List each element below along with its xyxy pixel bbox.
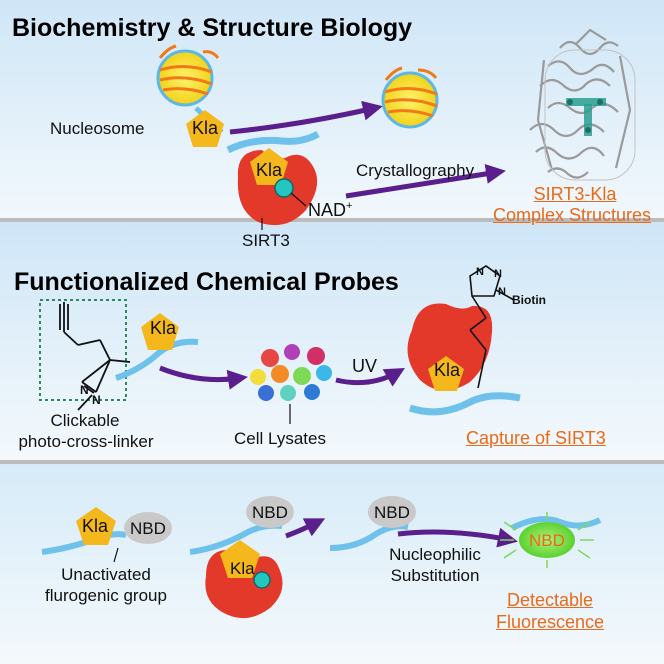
panel-title-biochemistry: Biochemistry & Structure Biology [12, 14, 413, 42]
kla-pentagon-icon [220, 540, 260, 578]
triazole-n1: N [476, 266, 484, 278]
ligand-icon [566, 98, 606, 136]
diazirine-n1: N [80, 383, 89, 397]
panel-divider-2 [0, 460, 664, 464]
nucleosome-icon [156, 44, 220, 107]
bound-peptide [226, 130, 320, 154]
kla-probe-label: Kla [150, 318, 177, 338]
triazole-n3: N [498, 286, 506, 298]
kla-enzyme-label: Kla [230, 559, 255, 578]
uv-label: UV [352, 356, 378, 376]
result-structures-line2: Complex Structures [492, 205, 652, 225]
kla-label: Kla [192, 118, 219, 138]
kla-pentagon-icon [141, 313, 179, 350]
group-label-line2: flurogenic group [45, 586, 167, 605]
nbd-label-4: NBD [529, 531, 565, 550]
nbd-blob-1 [124, 512, 172, 544]
deacylation-arrow [229, 100, 383, 135]
biotin-label: Biotin [512, 293, 546, 307]
crystallography-arrow [345, 163, 506, 199]
triazole-n2: N [494, 268, 502, 280]
kla-pentagon-icon [76, 507, 116, 545]
panel-fluorogenic [0, 464, 664, 664]
nbd-label-2: NBD [252, 503, 288, 522]
crystallography-label: Crystallography [356, 161, 475, 180]
probe-peptide [115, 338, 199, 381]
nucleosome-icon [381, 66, 439, 129]
panel-biochemistry [0, 0, 664, 218]
nucleosome-label: Nucleosome [50, 119, 145, 138]
reaction-label-line1: Nucleophilic [389, 545, 481, 564]
product-peptide [510, 516, 602, 531]
kla-bound-label: Kla [256, 160, 283, 180]
group-label-line1: Unactivated [61, 565, 151, 584]
panel-title-probes: Functionalized Chemical Probes [14, 268, 399, 296]
protein-structure-icon [529, 28, 636, 181]
captured-peptide [408, 392, 521, 416]
biotin-linker [469, 265, 515, 389]
nad-ball-icon [253, 571, 271, 589]
result-structures-line1: SIRT3-Kla [533, 184, 617, 204]
incubation-arrow [159, 365, 248, 390]
linker-label-line1: Clickable [50, 411, 120, 430]
nad-label: NAD+ [308, 200, 353, 220]
nad-ball-icon [274, 178, 294, 198]
kla-pentagon-icon [186, 110, 224, 147]
sirt3-label: SIRT3 [242, 231, 290, 250]
kla-pentagon-icon [428, 356, 464, 391]
panel-probes [0, 222, 664, 460]
deacylation-arrow-2 [285, 518, 326, 539]
linker-structure [59, 302, 131, 411]
kla-substrate-label: Kla [82, 516, 109, 536]
nad-pointer [290, 192, 307, 207]
linker-label-line2: photo-cross-linker [18, 432, 154, 451]
linker-highlight-box [39, 299, 127, 401]
panel-divider-1 [0, 218, 664, 222]
diazirine-n2: N [92, 393, 101, 407]
reaction-label-line2: Substitution [390, 566, 480, 585]
nbd-fluorescent-blob [519, 522, 575, 558]
nbd-label-1: NBD [130, 519, 166, 538]
lysate-dots-icon [250, 344, 332, 401]
uv-arrow [335, 368, 405, 387]
result-capture: Capture of SIRT3 [466, 428, 606, 448]
nbd-label-3: NBD [374, 503, 410, 522]
kla-captured-label: Kla [434, 360, 461, 380]
fluorescence-burst-icon [500, 512, 594, 568]
lysates-label: Cell Lysates [234, 429, 326, 448]
kla-pentagon-icon [250, 148, 288, 185]
group-pointer [113, 547, 119, 563]
nbd-blob-2 [246, 496, 294, 528]
result-fluorescence-line2: Fluorescence [495, 612, 605, 632]
substitution-arrow [397, 527, 518, 548]
nbd-blob-3 [368, 496, 416, 528]
result-fluorescence-line1: Detectable [506, 590, 594, 610]
